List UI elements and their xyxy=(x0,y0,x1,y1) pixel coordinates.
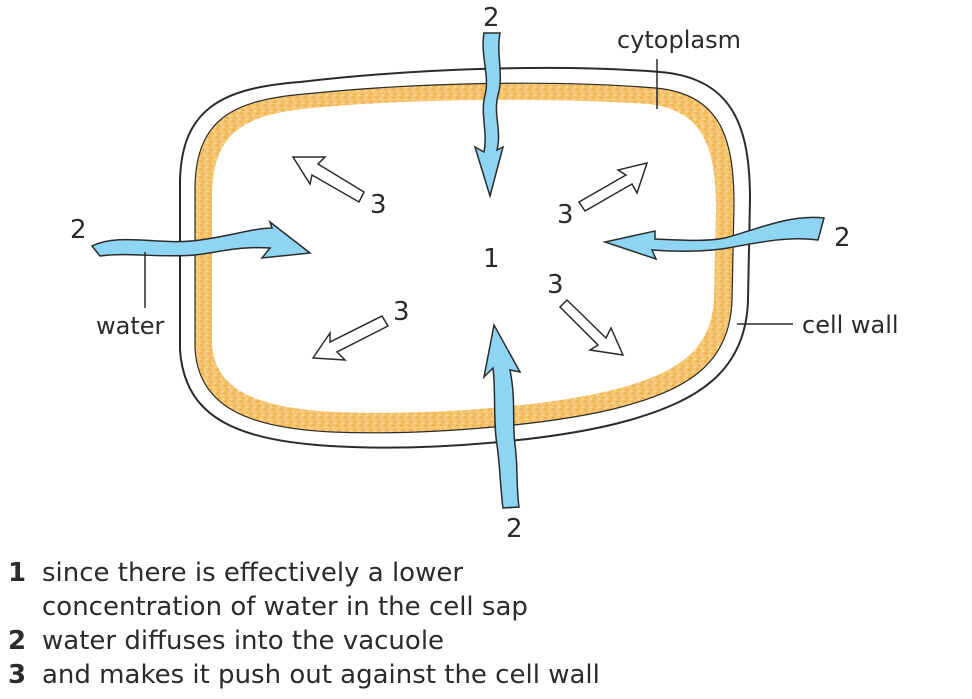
legend-number: 3 xyxy=(8,660,27,690)
legend-item-2: 2 water diffuses into the vacuole xyxy=(8,624,600,658)
cell-diagram: cytoplasm water cell wall 1 2 2 2 2 3 3 … xyxy=(70,3,899,544)
pressure-arrow-upper-left xyxy=(291,156,365,204)
cell-wall-label: cell wall xyxy=(802,311,899,339)
legend-line: since there is effectively a lower xyxy=(42,558,464,588)
pressure-arrow-lower-right xyxy=(558,298,625,356)
water-arrow-left xyxy=(90,219,312,259)
legend-text: water diffuses into the vacuole xyxy=(42,626,445,656)
vacuole xyxy=(212,99,716,413)
water-label: water xyxy=(96,312,165,340)
water-arrow-bottom-number: 2 xyxy=(506,514,523,544)
pressure-arrow-upper-left-number: 3 xyxy=(370,190,387,220)
water-arrow-bottom xyxy=(482,322,522,509)
water-arrow-top xyxy=(473,32,505,199)
legend-text: and makes it push out against the cell w… xyxy=(42,660,600,690)
legend: 1 since there is effectively a lower con… xyxy=(8,556,600,692)
cytoplasm-label: cytoplasm xyxy=(617,26,741,54)
pressure-arrow-lower-left xyxy=(311,315,390,361)
legend-number: 1 xyxy=(8,558,27,588)
water-arrow-right xyxy=(602,216,825,261)
water-arrow-top-number: 2 xyxy=(483,3,500,33)
pressure-arrow-upper-right-number: 3 xyxy=(557,200,574,230)
center-number-1: 1 xyxy=(483,244,500,274)
legend-number: 2 xyxy=(8,626,27,656)
legend-item-3: 3 and makes it push out against the cell… xyxy=(8,658,600,692)
water-arrow-right-number: 2 xyxy=(834,223,851,253)
legend-item-1: 1 since there is effectively a lower con… xyxy=(8,556,600,624)
legend-text: since there is effectively a lower conce… xyxy=(42,556,528,624)
pressure-arrow-lower-right-number: 3 xyxy=(547,270,564,300)
legend-line: concentration of water in the cell sap xyxy=(42,592,528,622)
water-arrow-left-number: 2 xyxy=(70,215,87,245)
pressure-arrow-lower-left-number: 3 xyxy=(393,297,410,327)
pressure-arrow-upper-right xyxy=(577,161,649,212)
